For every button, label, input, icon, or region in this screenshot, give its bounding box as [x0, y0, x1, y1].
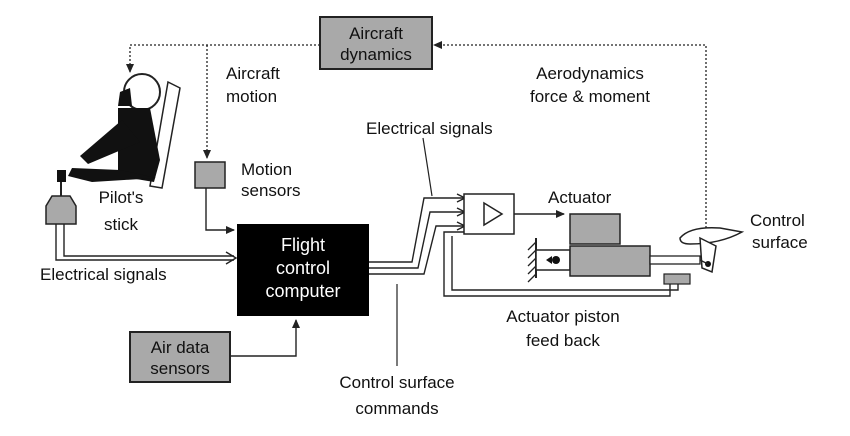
- fcc-label-3: computer: [265, 281, 340, 301]
- commands-label-1: Control surface: [339, 373, 454, 392]
- aircraft-motion-label-1: Aircraft: [226, 64, 280, 83]
- aero-force-label-1: Aerodynamics: [536, 64, 644, 83]
- pilot-figure: [68, 73, 181, 189]
- pilots-stick-label-2: stick: [104, 215, 139, 234]
- aircraft-dynamics-label-1: Aircraft: [349, 24, 403, 43]
- commands-label-2: commands: [355, 399, 438, 418]
- aircraft-motion-label-2: motion: [226, 87, 277, 106]
- amplifier-box: [463, 193, 515, 235]
- feedback-label-2: feed back: [526, 331, 600, 350]
- aircraft-dynamics-box: Aircraft dynamics: [319, 16, 433, 70]
- feedback-label-1: Actuator piston: [506, 307, 619, 326]
- control-surface-label-1: Control: [750, 211, 805, 230]
- air-data-label-2: sensors: [150, 359, 210, 378]
- control-surface-label-2: surface: [752, 233, 808, 252]
- pilots-stick: [45, 170, 77, 225]
- motion-sensors-to-fcc: [205, 188, 235, 234]
- flight-control-computer: Flight control computer: [237, 224, 369, 316]
- motion-sensors-box: [194, 161, 226, 189]
- electrical-signals-pointer: [422, 137, 433, 197]
- air-data-to-fcc: [230, 319, 300, 357]
- aircraft-dynamics-label-2: dynamics: [340, 45, 412, 64]
- air-data-sensors-box: Air data sensors: [129, 331, 231, 383]
- actuator: [527, 213, 701, 285]
- electrical-signals-left-label: Electrical signals: [40, 265, 167, 284]
- fcc-label-2: control: [276, 258, 330, 278]
- dotted-aero-feedback: [433, 41, 707, 232]
- motion-sensors-label-1: Motion: [241, 160, 292, 179]
- feedback-lines: [443, 231, 679, 297]
- dotted-to-pilot: [126, 44, 320, 73]
- actuator-label: Actuator: [548, 188, 612, 207]
- stick-to-fcc-lines: [55, 224, 234, 261]
- air-data-label-1: Air data: [151, 338, 210, 357]
- stick-to-fcc-arrowhead: [225, 251, 238, 265]
- control-surface: [679, 226, 745, 274]
- fcc-label-1: Flight: [281, 235, 325, 255]
- pilots-stick-label-1: Pilot's: [99, 188, 144, 207]
- electrical-signals-top-label: Electrical signals: [366, 119, 493, 138]
- fcc-output-lines: [369, 197, 464, 275]
- motion-sensors-label-2: sensors: [241, 181, 301, 200]
- aero-force-label-2: force & moment: [530, 87, 650, 106]
